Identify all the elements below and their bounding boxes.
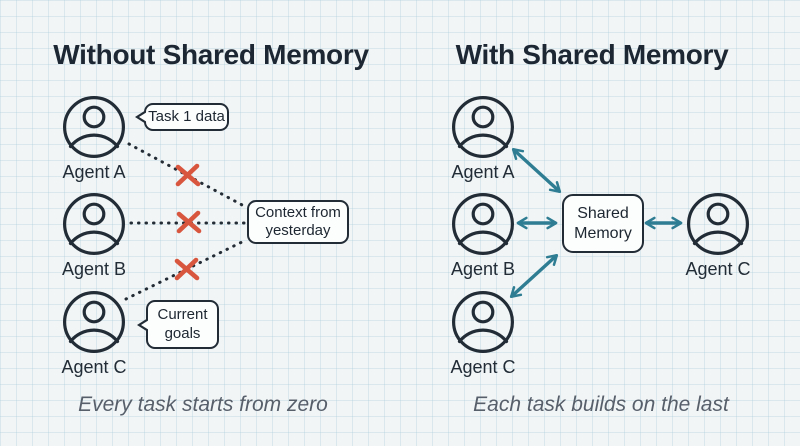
agent-node: Agent A: [451, 96, 515, 183]
person-icon: [452, 96, 514, 158]
agent-node: Agent C: [450, 291, 516, 378]
double-arrow-icon: [511, 147, 562, 194]
cross-icon: [175, 163, 201, 187]
agent-label: Agent C: [685, 259, 751, 279]
person-icon: [63, 96, 125, 158]
agent-label: Agent B: [61, 259, 127, 279]
person-icon: [452, 291, 514, 353]
agent-node: Agent C: [685, 193, 751, 280]
dotted-line: [127, 142, 246, 208]
person-icon: [63, 291, 125, 353]
left-panel-caption: Every task starts from zero: [78, 393, 328, 416]
agent-label: Agent A: [62, 162, 126, 182]
person-icon: [452, 193, 514, 255]
agent-label: Agent B: [450, 259, 516, 279]
agent-label: Agent C: [450, 357, 516, 377]
shared-memory-box: Shared Memory: [562, 194, 644, 253]
agent-label: Agent C: [61, 357, 127, 377]
right-panel-caption: Each task builds on the last: [473, 393, 729, 416]
person-icon: [687, 193, 749, 255]
agent-node: Agent B: [62, 193, 126, 280]
left-panel-title: Without Shared Memory: [53, 39, 369, 70]
right-panel-title: With Shared Memory: [455, 39, 729, 70]
cross-icon: [176, 210, 202, 234]
context-box: Context from yesterday: [247, 200, 349, 244]
speech-bubble-task: Task 1 data: [144, 103, 229, 131]
person-icon: [63, 193, 125, 255]
dotted-line: [124, 239, 246, 301]
speech-bubble-goals: Current goals: [146, 300, 219, 349]
double-arrow-icon: [509, 253, 559, 299]
cross-icon: [174, 257, 200, 281]
agent-label: Agent A: [451, 162, 515, 182]
agent-node: Agent C: [61, 291, 127, 378]
agent-node: Agent B: [451, 193, 515, 280]
agent-node: Agent A: [62, 96, 126, 183]
